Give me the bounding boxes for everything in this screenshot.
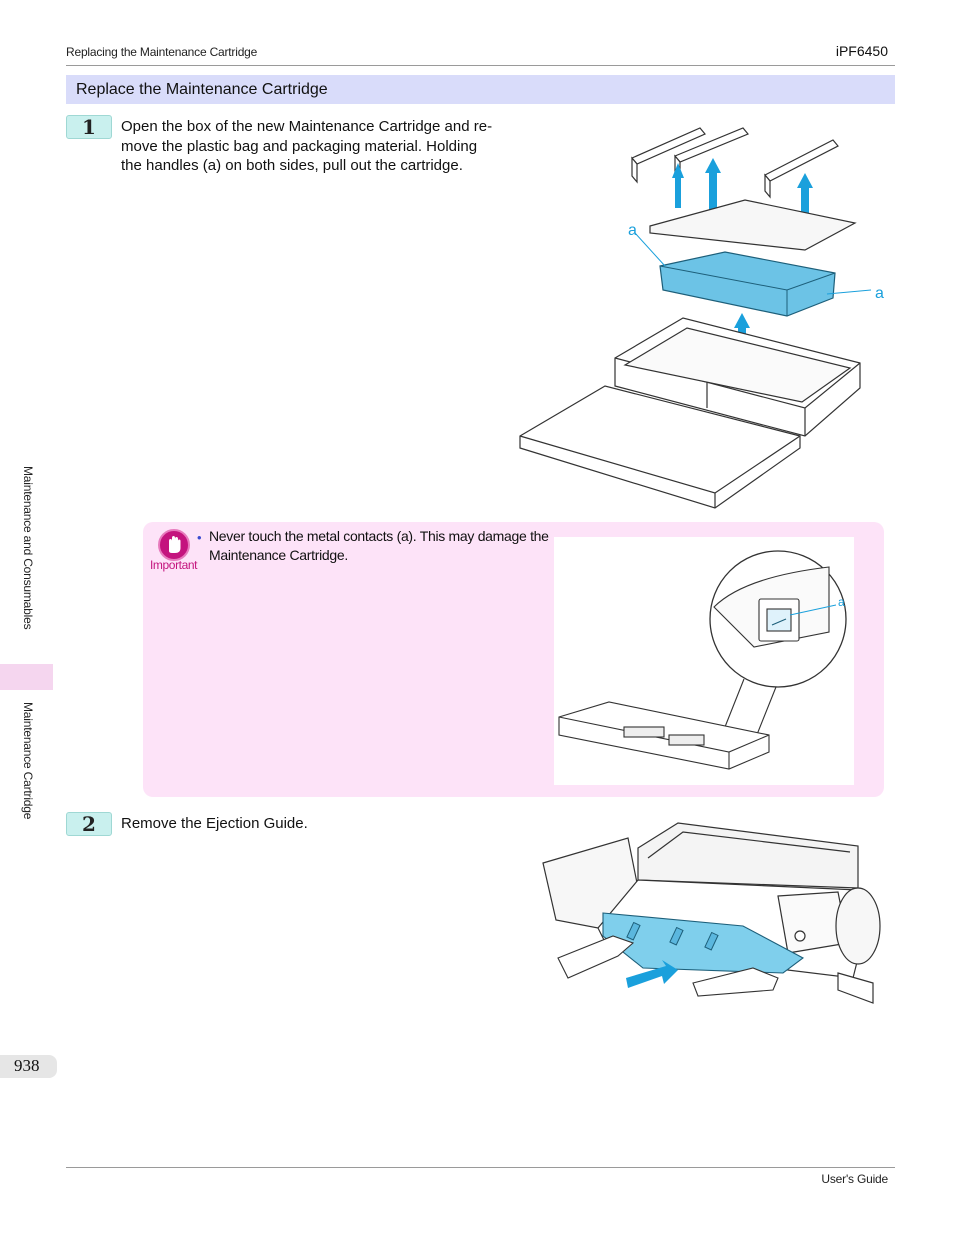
figure-label-a-left: a (628, 222, 637, 239)
step-1-badge: 1 (66, 115, 112, 139)
important-text: Never touch the metal contacts (a). This… (209, 528, 549, 563)
page-number: 938 (14, 1056, 40, 1075)
running-header-model: iPF6450 (835, 43, 888, 59)
important-bullet: • (197, 530, 202, 545)
important-figure-panel: a (554, 537, 854, 785)
step-1-number: 1 (82, 115, 96, 139)
step-1-line-2: move the plastic bag and packaging mater… (121, 137, 478, 155)
side-tab-section: Maintenance Cartridge (21, 702, 35, 820)
section-title: Replace the Maintenance Cartridge (76, 81, 328, 98)
header-divider (66, 65, 895, 66)
side-tab-chapter: Maintenance and Consumables (21, 466, 35, 630)
metal-contacts-illustration: a (558, 550, 847, 770)
side-tab-active-marker (0, 664, 53, 690)
figure-label-a-right: a (875, 285, 884, 302)
step-2-text: Remove the Ejection Guide. (121, 815, 308, 832)
hand-stop-icon (158, 529, 190, 561)
step-1-text: Open the box of the new Maintenance Cart… (121, 117, 521, 176)
footer-divider (66, 1167, 895, 1168)
page-number-tab: 938 (0, 1055, 57, 1078)
footer-guide-title: User's Guide (821, 1172, 888, 1186)
step-1-line-1: Open the box of the new Maintenance Cart… (121, 118, 493, 135)
section-title-bar (66, 75, 895, 104)
important-label: Important (150, 558, 198, 572)
important-figure-label-a: a (838, 595, 845, 609)
printer-ejection-guide-illustration (542, 822, 881, 1004)
step-2-badge: 2 (66, 812, 112, 836)
step-2-number: 2 (82, 812, 96, 836)
cartridge-box-illustration: a a (519, 127, 884, 509)
step-1-line-3: the handles (a) on both sides, pull out … (121, 157, 463, 174)
running-header-breadcrumb: Replacing the Maintenance Cartridge (66, 45, 258, 59)
